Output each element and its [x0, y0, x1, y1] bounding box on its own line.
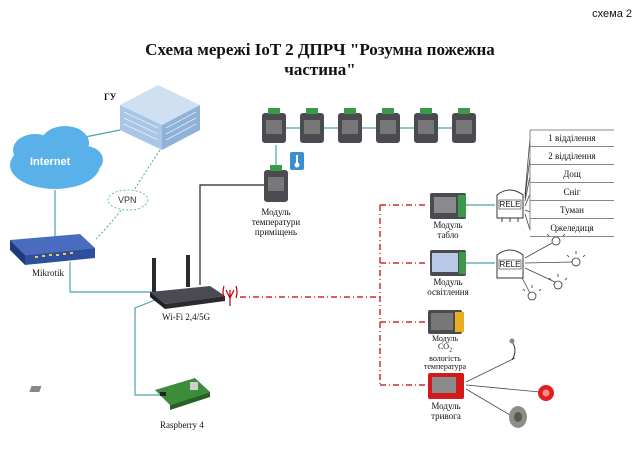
output-item: 1 відділення [530, 130, 614, 147]
internet-label: Internet [30, 156, 71, 168]
co2-module-icon [428, 310, 464, 334]
display-module-label: Модуль табло [433, 220, 463, 240]
light-module-label: Модуль освітлення [427, 277, 469, 297]
rele-lamp-lines [519, 242, 573, 294]
mikrotik-router-icon [10, 234, 95, 265]
sensor-module-4 [376, 108, 400, 143]
lamp-icon-3 [548, 274, 568, 290]
lamp-icon-1 [546, 230, 566, 246]
wifi-router-icon [150, 255, 225, 309]
alarm-device-lines [465, 357, 541, 416]
building-icon [120, 85, 200, 150]
rele-1-label: RELE [499, 200, 521, 209]
co2-module-label: Модуль CO2 вологість температура [423, 334, 467, 371]
sensor-module-3 [338, 108, 362, 143]
alarm-module-icon [428, 373, 464, 399]
output-item: 2 відділення [530, 148, 614, 165]
title-line-2: частина" [284, 60, 356, 79]
alarm-module-label: Модуль тривога [431, 401, 461, 421]
link-router-temp [199, 184, 265, 285]
vpn-label: VPN [118, 195, 137, 205]
siren-icon [538, 385, 554, 401]
antenna-icon [222, 285, 238, 306]
co2-subscript: 2 [449, 347, 453, 354]
gu-label: ГУ [104, 92, 117, 102]
lamp-icons [522, 230, 586, 301]
rele-1-icon [496, 189, 524, 222]
raspberry-pi-icon [29, 378, 210, 410]
vpn-cloud-icon [107, 189, 149, 211]
output-item: Сніг [530, 184, 614, 201]
speaker-icon [509, 406, 527, 428]
link-mikrotik-router [69, 262, 160, 293]
temperature-module-label: Модуль температури приміщень [251, 207, 301, 237]
alarm-devices [509, 338, 554, 428]
output-item: Дощ [530, 166, 614, 183]
output-item: Туман [530, 202, 614, 219]
diagram-title: Схема мережі IoT 2 ДПРЧ "Розумна пожежна… [110, 40, 530, 80]
rele-output-lines [524, 137, 531, 231]
light-module-icon [430, 250, 466, 276]
display-module-icon [430, 193, 466, 219]
internet-cloud-icon [10, 126, 103, 189]
thermometer-icon [290, 152, 304, 170]
temperature-module-icon [264, 165, 288, 202]
lamp-icon-2 [566, 251, 586, 267]
scheme-label: схема 2 [592, 8, 632, 20]
sensor-module-6 [452, 108, 476, 143]
sensor-modules-row [262, 108, 476, 143]
rele-2-label: RELE [499, 260, 521, 269]
sensor-module-5 [414, 108, 438, 143]
raspberry-label: Raspberry 4 [160, 420, 204, 430]
mikrotik-label: Mikrotik [32, 268, 65, 278]
lamp-icon-4 [522, 285, 542, 301]
microphone-icon [509, 338, 516, 361]
sensor-module-1 [262, 108, 286, 143]
title-line-1: Схема мережі IoT 2 ДПРЧ "Розумна пожежна [145, 40, 495, 59]
rele-2-icon [496, 249, 524, 279]
output-item: Ожеледиця [530, 220, 614, 237]
wifi-label: Wi-Fi 2,4/5G [162, 312, 211, 322]
sensor-module-2 [300, 108, 324, 143]
link-router-raspberry [134, 299, 160, 396]
connection-lines [54, 127, 573, 416]
